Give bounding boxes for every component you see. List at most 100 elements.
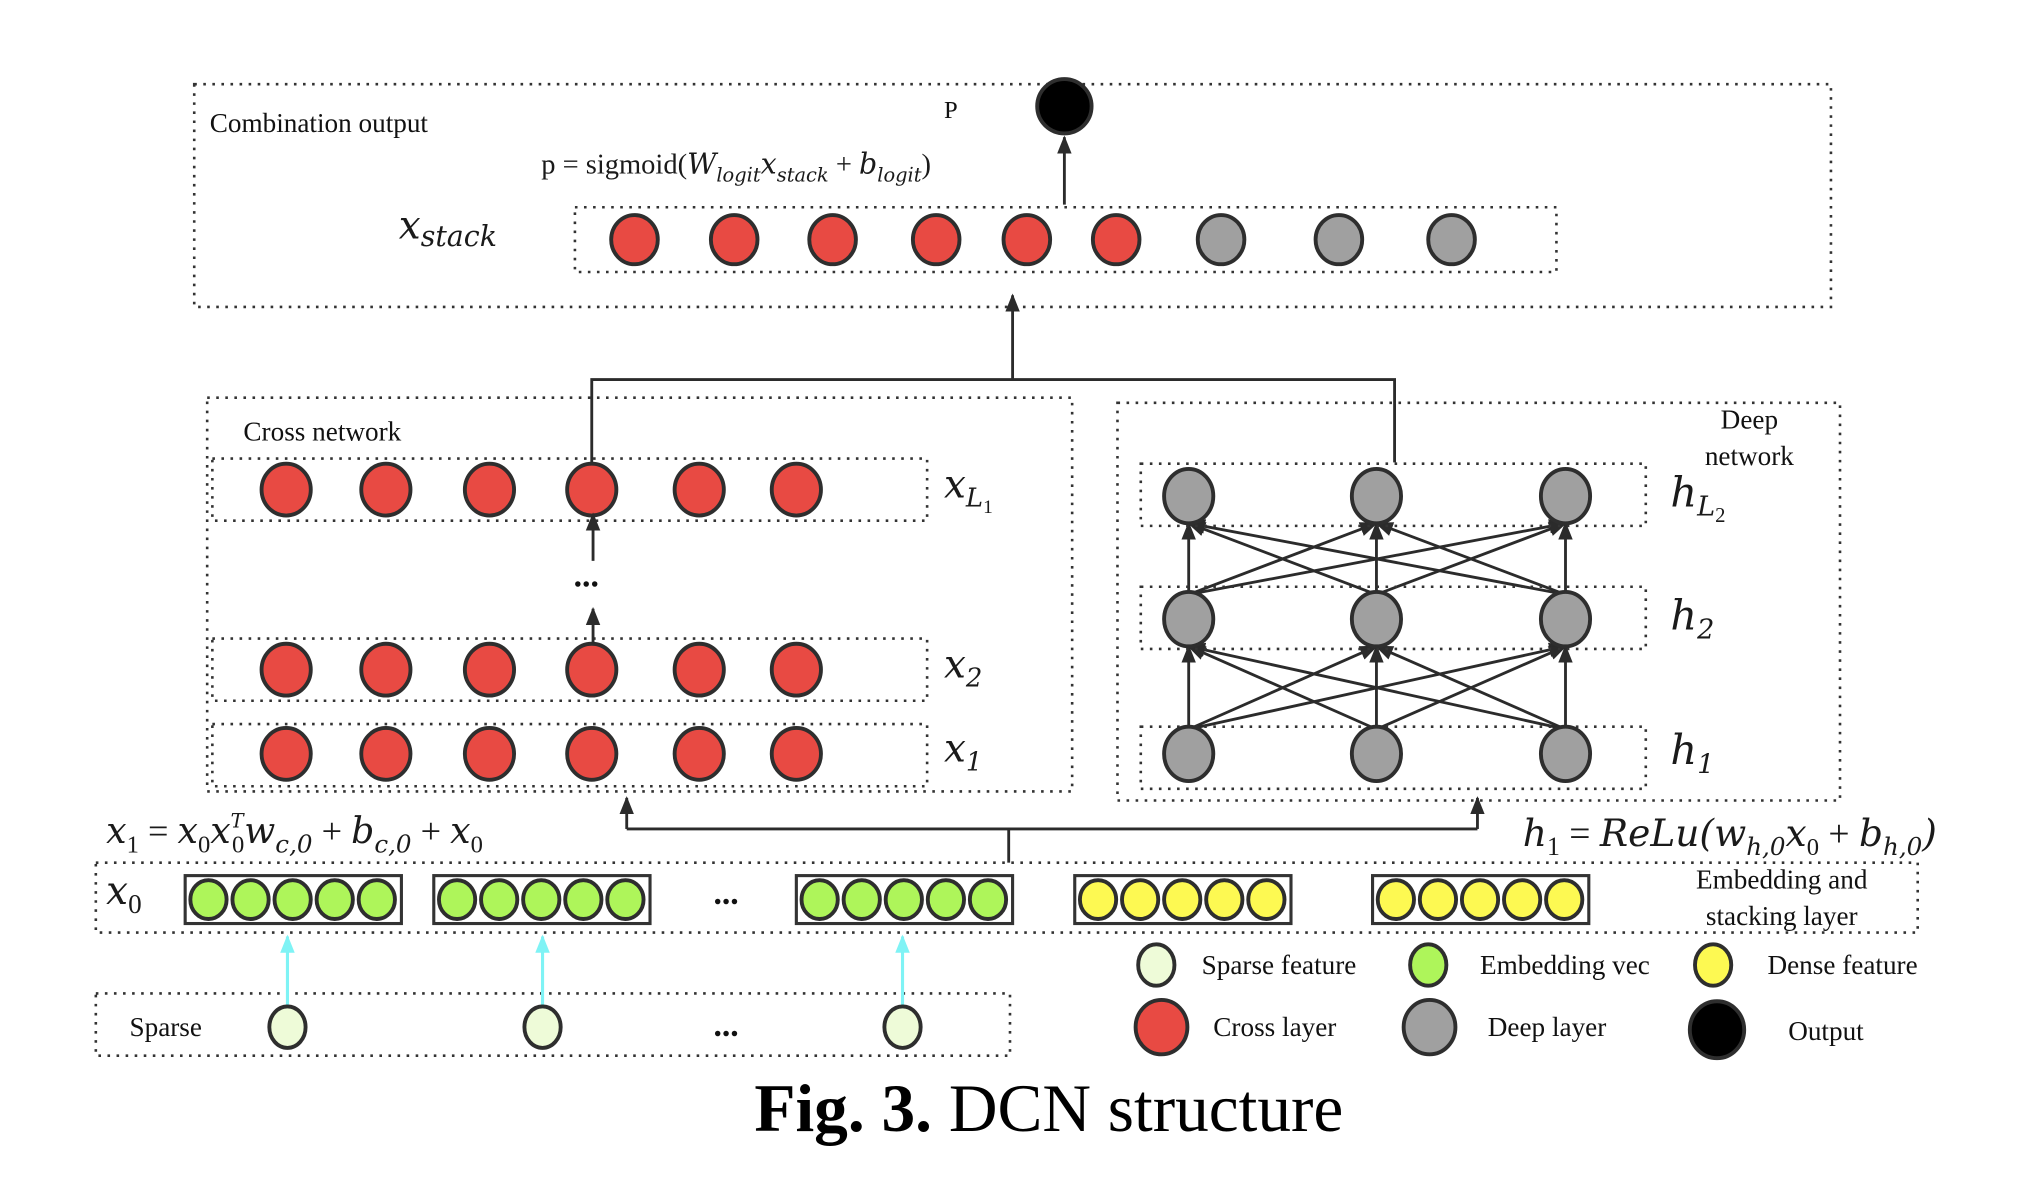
deep-network-edges <box>1181 519 1573 731</box>
caption-title: DCN structure <box>949 1071 1343 1146</box>
cross-node <box>769 726 823 782</box>
embedding-stacking-section: x0 ... Embedding and stacking layer <box>94 861 1919 934</box>
deep-network-box <box>1116 401 1842 802</box>
deep-node <box>1349 466 1403 526</box>
legend-swatch-sparse <box>1136 942 1177 988</box>
output-node <box>1035 77 1094 136</box>
deep-edge <box>1374 645 1567 731</box>
dense-feature-node <box>1246 878 1287 921</box>
cross-node <box>259 726 313 782</box>
legend-label: Deep layer <box>1488 1012 1606 1042</box>
cross-node <box>672 641 726 698</box>
sparse-node <box>267 1004 308 1050</box>
sparse-node <box>882 1004 923 1050</box>
deep-edge <box>1187 645 1378 731</box>
sparse-title: Sparse <box>129 1012 201 1042</box>
sparse-nodes <box>267 934 923 1050</box>
legend-label: Sparse feature <box>1202 950 1357 980</box>
legend-swatch-cross <box>1133 998 1190 1057</box>
cross-node <box>769 461 823 518</box>
embedding-node <box>188 878 229 921</box>
deep-layer-box <box>1139 725 1648 791</box>
embedding-stacking-box <box>94 861 1919 934</box>
cross-layer-label: x2 <box>944 642 982 693</box>
embedding-groups <box>183 874 1591 926</box>
embedding-ellipsis: ... <box>713 875 738 912</box>
sigmoid-formula: p = sigmoid(Wlogitxstack + blogit) <box>541 148 931 187</box>
deep-edge <box>1186 642 1566 731</box>
figure-caption: Fig. 3. DCN structure <box>754 1071 1343 1146</box>
x-stack-node-deep <box>1313 213 1365 267</box>
sparse-node <box>522 1004 563 1050</box>
legend-swatch-dense <box>1693 942 1734 988</box>
embedding-group-box <box>432 874 652 926</box>
cross-layer-box <box>211 722 929 788</box>
embedding-to-networks-connector <box>619 796 1485 863</box>
cross-node <box>462 726 517 782</box>
cross-to-stack-connector <box>590 378 1397 463</box>
embedding-group-box <box>1371 874 1591 926</box>
embedding-stacking-title-line2: stacking layer <box>1706 901 1858 931</box>
embedding-node <box>605 878 646 921</box>
embedding-node <box>314 878 355 921</box>
embedding-node <box>841 878 882 921</box>
dense-feature-node <box>1417 878 1459 921</box>
legend-item-embedding: Embedding vec <box>1408 942 1650 988</box>
dense-feature-node <box>1120 878 1161 921</box>
legend-item-dense: Dense feature <box>1693 942 1918 988</box>
combination-output-section: Combination output P p = sigmoid(Wlogitx… <box>192 77 1833 309</box>
deep-layer-label: h2 <box>1670 592 1714 646</box>
embedding-node <box>437 878 478 921</box>
x-stack-nodes <box>609 213 1477 267</box>
legend-label: Cross layer <box>1213 1012 1336 1042</box>
x-stack-node-cross <box>910 213 962 267</box>
embedding-node <box>925 878 966 921</box>
embedding-node <box>883 878 924 921</box>
x-stack-node-deep <box>1426 213 1477 267</box>
x-stack-node-cross <box>708 213 760 267</box>
deep-edge <box>1186 521 1377 596</box>
cross-network-title: Cross network <box>243 416 401 446</box>
embedding-node <box>799 878 840 921</box>
sparse-box <box>94 992 1012 1057</box>
cross-layer-label: xL1 <box>944 462 993 518</box>
embedding-node <box>967 878 1009 921</box>
x-stack-node-cross <box>609 213 660 267</box>
legend-label: Output <box>1788 1016 1864 1046</box>
legend-swatch-deep <box>1401 998 1458 1057</box>
cross-layer-box <box>211 457 929 522</box>
legend-item-output: Output <box>1687 999 1864 1061</box>
dense-feature-node <box>1459 878 1501 921</box>
legend-label: Dense feature <box>1768 950 1918 980</box>
legend-item-sparse: Sparse feature <box>1136 942 1357 988</box>
caption-prefix: Fig. 3. <box>754 1071 932 1146</box>
combination-output-box <box>192 82 1833 309</box>
cross-node <box>359 461 413 518</box>
x0-label: x0 <box>106 869 142 919</box>
deep-layer-box <box>1139 462 1648 528</box>
legend-swatch-output <box>1687 999 1747 1061</box>
cross-node <box>359 641 413 698</box>
deep-network-title-line1: Deep <box>1721 405 1778 435</box>
deep-edge <box>1374 521 1567 596</box>
x-stack-node-deep <box>1195 213 1247 267</box>
deep-node <box>1162 724 1216 783</box>
cross-network-section: Cross network xL1x2x1 ... <box>205 396 1074 793</box>
deep-node <box>1538 466 1593 526</box>
cross-ellipsis: ... <box>574 558 599 595</box>
cross-node <box>462 461 517 518</box>
x-stack-node-cross <box>1090 213 1142 267</box>
cross-node <box>565 726 619 782</box>
embedding-group-box <box>794 874 1015 926</box>
deep-node <box>1162 590 1216 649</box>
deep-layer-box <box>1139 585 1648 651</box>
embedding-node <box>479 878 520 921</box>
dense-feature-node <box>1077 878 1119 921</box>
embedding-node <box>521 878 562 921</box>
cross-node <box>259 641 313 698</box>
deep-network-title-line2: network <box>1705 441 1794 471</box>
cross-node <box>672 726 726 782</box>
